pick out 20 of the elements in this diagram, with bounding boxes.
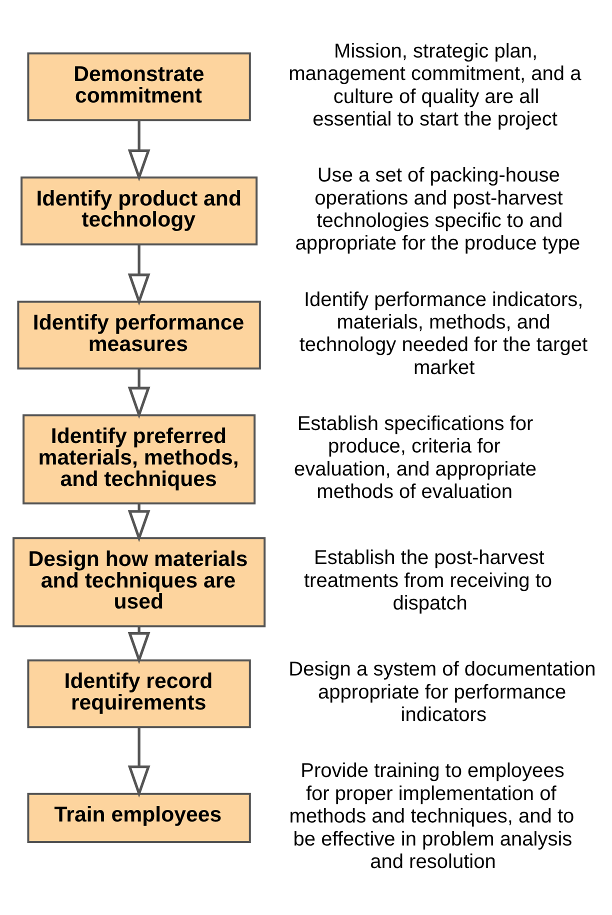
arrow bbox=[128, 727, 150, 798]
node-label: Establish specifications for produce, criteria for evaluation, and appropriate methods of evaluation bbox=[294, 412, 537, 503]
node-box: Design how materials and techniques are used bbox=[12, 536, 266, 627]
node-label: Use a set of packing-house operations and post-harvest technologies specific to and appropriate for the produce type bbox=[295, 164, 580, 254]
node-box: Identify record requirements bbox=[27, 658, 251, 728]
node-box: Train employees bbox=[27, 792, 251, 842]
arrow bbox=[128, 120, 150, 181]
node-label: Design a system of documentation appropriate for performance indicators bbox=[288, 658, 596, 726]
node-box: Demonstrate commitment bbox=[27, 52, 251, 121]
node-label: Establish the post-harvest treatments from receiving to dispatch bbox=[304, 546, 552, 614]
node-label: Mission, strategic plan, management commitment, and a culture of quality are all essential to start the project bbox=[288, 40, 582, 130]
node-label: Provide training to employees for proper implementation of methods and techniques, and to be effective in problem analysis and resolution bbox=[289, 760, 574, 872]
node-box: Identify preferred materials, methods, and techniques bbox=[22, 414, 256, 504]
node-box: Identify performance measures bbox=[17, 300, 261, 370]
arrow bbox=[128, 503, 150, 542]
arrow bbox=[128, 626, 150, 664]
node-box: Identify product and technology bbox=[20, 176, 258, 245]
node-label: Identify performance indicators, materials, methods, and technology needed for the target market bbox=[299, 288, 588, 378]
arrow bbox=[128, 244, 150, 306]
arrow bbox=[128, 368, 150, 418]
